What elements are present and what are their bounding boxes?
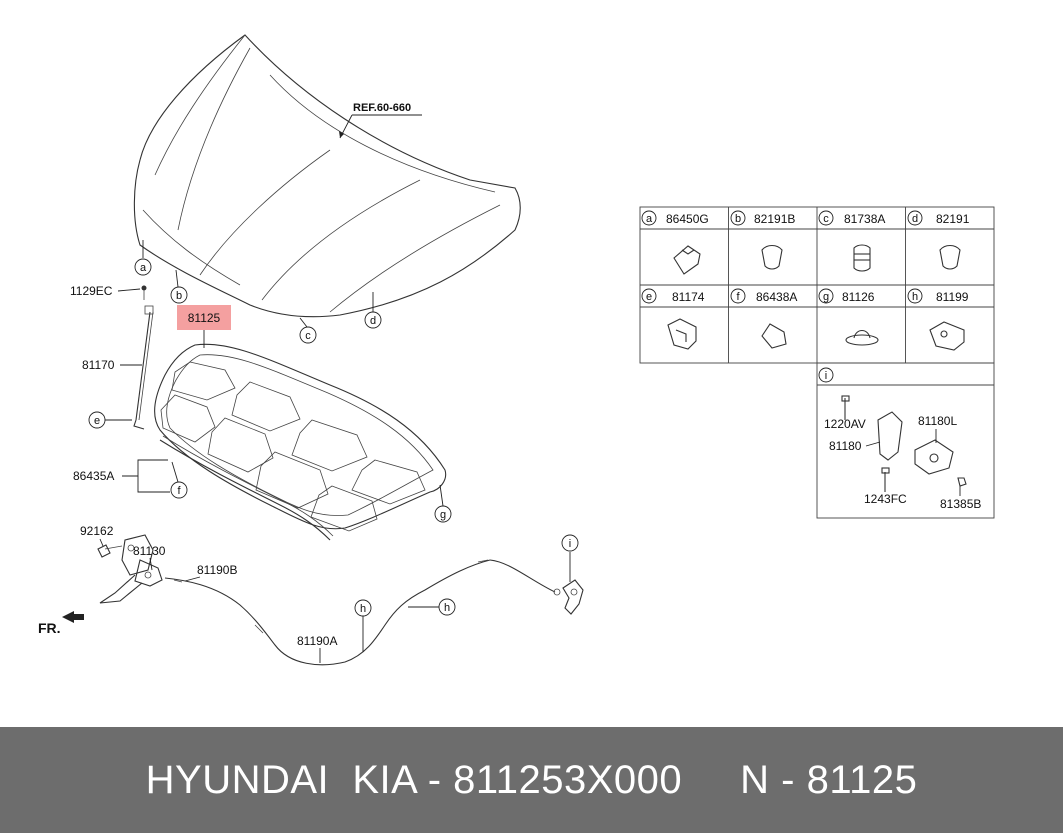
front-arrow-icon xyxy=(62,611,84,623)
part-number-banner: HYUNDAI KIA - 811253X000 N - 81125 xyxy=(0,727,1063,833)
clip-icon-86438a xyxy=(761,323,787,349)
grommet-icon-81126 xyxy=(845,329,879,346)
clip-icon-86450g xyxy=(673,245,701,275)
hinge-detail-sketch xyxy=(841,395,967,492)
svg-text:i: i xyxy=(825,370,827,382)
part-label-81125: 81125 xyxy=(188,311,221,325)
svg-text:81738A: 81738A xyxy=(844,212,885,226)
release-cable xyxy=(164,559,561,666)
callout-a: a xyxy=(134,240,152,276)
callout-f: f xyxy=(170,461,188,499)
svg-text:d: d xyxy=(912,213,918,225)
detail-label-81385b: 81385B xyxy=(940,497,981,511)
legend-cell-d: d 82191 xyxy=(907,210,970,226)
part-label-86435a: 86435A xyxy=(73,469,114,483)
callout-b: b xyxy=(170,269,188,304)
hood-stay-rod xyxy=(133,285,154,430)
detail-i-header: i xyxy=(818,367,834,383)
svg-text:c: c xyxy=(823,213,829,225)
bumper-icon-82191 xyxy=(939,244,961,270)
part-label-1129ec: 1129EC xyxy=(70,284,113,298)
legend-cell-f: f 86438A xyxy=(730,288,797,304)
callout-h-2: h xyxy=(408,598,456,616)
svg-text:e: e xyxy=(646,291,652,303)
legend-cell-b: b 82191B xyxy=(730,210,795,226)
part-label-81130: 81130 xyxy=(133,544,166,558)
svg-text:81199: 81199 xyxy=(936,290,969,304)
svg-text:81174: 81174 xyxy=(672,290,705,304)
legend-cell-h: h 81199 xyxy=(907,288,969,304)
svg-text:81126: 81126 xyxy=(842,290,875,304)
callout-d: d xyxy=(364,292,382,329)
detail-label-1243fc: 1243FC xyxy=(864,492,907,506)
part-label-92162: 92162 xyxy=(80,524,114,538)
callout-c: c xyxy=(299,317,317,344)
bumper-icon-81738a xyxy=(853,244,871,272)
svg-text:g: g xyxy=(823,291,829,303)
detail-label-1220av: 1220AV xyxy=(824,417,866,431)
svg-text:a: a xyxy=(140,262,147,274)
part-label-81190a: 81190A xyxy=(297,634,337,648)
svg-text:e: e xyxy=(94,415,100,427)
highlight-box xyxy=(177,305,231,330)
svg-text:b: b xyxy=(735,213,741,225)
detail-label-81180: 81180 xyxy=(829,439,862,453)
svg-text:h: h xyxy=(360,603,366,615)
callout-e: e xyxy=(88,411,132,429)
hood-panel xyxy=(133,34,521,318)
callout-h-1: h xyxy=(354,599,372,652)
svg-text:h: h xyxy=(444,602,450,614)
legend-cell-g: g 81126 xyxy=(818,288,875,304)
detail-label-81180l: 81180L xyxy=(918,414,957,428)
legend-cell-a: a 86450G xyxy=(641,210,709,226)
legend-cell-e: e 81174 xyxy=(641,288,705,304)
legend-cell-c: c 81738A xyxy=(818,210,885,226)
svg-text:82191B: 82191B xyxy=(754,212,795,226)
part-label-81190b: 81190B xyxy=(197,563,237,577)
hood-latch xyxy=(97,534,163,604)
callout-i: i xyxy=(561,534,579,552)
release-handle xyxy=(562,552,584,615)
callout-g: g xyxy=(434,484,452,523)
part-number-text: HYUNDAI KIA - 811253X000 N - 81125 xyxy=(145,757,918,802)
svg-text:d: d xyxy=(370,315,376,327)
weatherstrip xyxy=(159,439,331,541)
front-direction-label: FR. xyxy=(38,620,61,636)
svg-text:82191: 82191 xyxy=(936,212,970,226)
ref-label: REF.60-660 xyxy=(353,102,411,114)
svg-text:b: b xyxy=(176,290,182,302)
svg-text:86450G: 86450G xyxy=(666,212,709,226)
svg-text:86438A: 86438A xyxy=(756,290,797,304)
svg-text:f: f xyxy=(736,291,740,303)
legend-table xyxy=(639,206,995,519)
svg-text:g: g xyxy=(440,509,446,521)
bracket-icon-81199 xyxy=(929,321,965,351)
clip-icon-81174 xyxy=(667,318,697,350)
svg-text:i: i xyxy=(569,538,571,550)
svg-text:f: f xyxy=(177,485,181,497)
part-label-81170: 81170 xyxy=(82,358,115,372)
svg-text:h: h xyxy=(912,291,918,303)
svg-text:a: a xyxy=(646,213,653,225)
parts-diagram: REF.60-660 81125 xyxy=(38,34,995,666)
hood-insulator-pad xyxy=(154,343,447,532)
svg-text:c: c xyxy=(305,330,311,342)
bumper-icon-82191b xyxy=(761,244,783,270)
